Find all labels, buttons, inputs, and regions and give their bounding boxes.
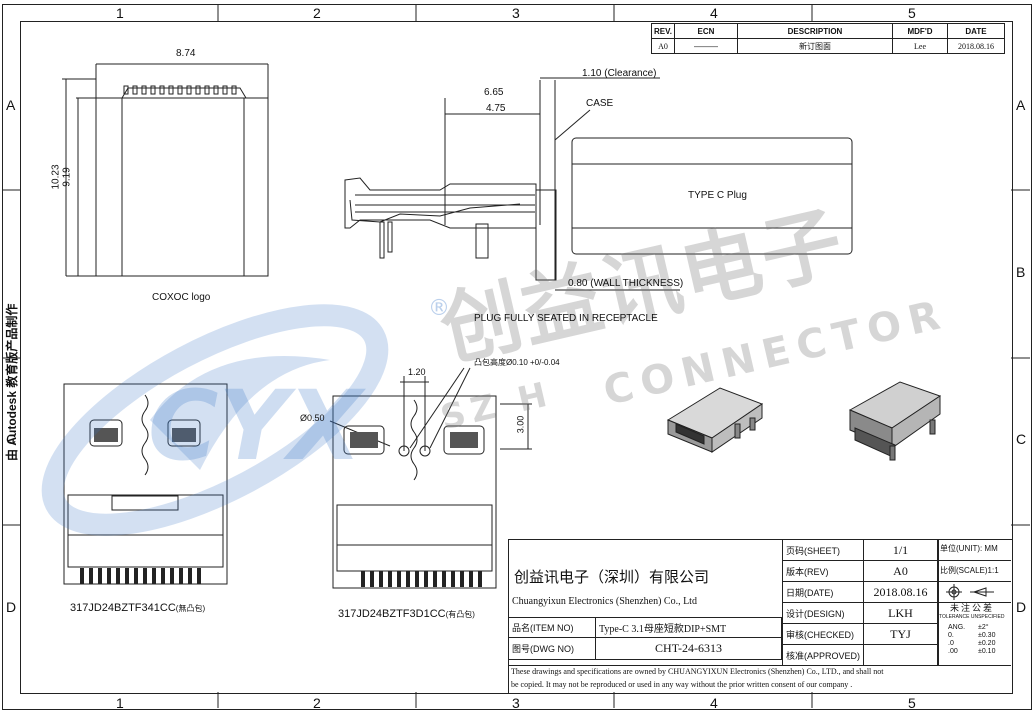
- iso-render-1: [666, 387, 764, 453]
- date-label: 日期(DATE): [781, 581, 865, 603]
- date-value: 2018.08.16: [863, 581, 938, 603]
- sheet-label: 页码(SHEET): [781, 539, 865, 561]
- bottom-view-1-part: 317JD24BZTF341CC: [70, 602, 176, 614]
- tol-title-en: TOLERANCE UNSPECIFIED: [939, 614, 1005, 620]
- col-label-3: 3: [512, 5, 520, 21]
- bottom-view-1-pins: [80, 428, 201, 584]
- tol-val-2: ±0.20: [978, 640, 996, 647]
- col-label-5: 5: [908, 5, 916, 21]
- dwg-label: 图号(DWG NO): [508, 637, 596, 660]
- rev-label: 版本(REV): [781, 560, 865, 582]
- bottom-view-2-pins: [350, 432, 482, 587]
- item-table: 品名(ITEM NO) Type-C 3.1母座短款DIP+SMT 图号(DWG…: [508, 617, 782, 660]
- checked-label: 审核(CHECKED): [781, 623, 865, 645]
- company-cn: 创益讯电子（深圳）有限公司: [514, 570, 710, 586]
- row-label-d: D: [6, 599, 17, 615]
- design-value: LKH: [863, 602, 938, 624]
- watermark-logo-text: CYX: [148, 370, 362, 482]
- watermark-reg: ®: [428, 296, 450, 321]
- row-label-c: C: [6, 431, 17, 447]
- top-view-pins: [123, 85, 237, 95]
- company-en: Chuangyixun Electronics (Shenzhen) Co., …: [512, 596, 697, 607]
- col-label-4: 4: [710, 5, 718, 21]
- bottom-view-2-suffix: (有凸包): [445, 610, 475, 619]
- col-label-1: 1: [116, 5, 124, 21]
- dwg-value: CHT-24-6313: [595, 637, 782, 660]
- tol-key-2: .0: [948, 640, 954, 647]
- approval-table: 页码(SHEET)1/1 版本(REV)A0 日期(DATE)2018.08.1…: [781, 539, 938, 666]
- row-label-d-right: D: [1016, 599, 1027, 615]
- watermark-logo: [41, 304, 389, 536]
- side-dim-clearance: 1.10 (Clearance): [582, 68, 657, 79]
- pitch-dim: 1.20: [408, 367, 426, 377]
- notice-line-1: These drawings and specifications are ow…: [511, 667, 884, 676]
- top-view-outline: [62, 63, 269, 277]
- design-label: 设计(DESIGN): [781, 602, 865, 624]
- tol-val-1: ±0.30: [978, 632, 996, 639]
- item-label: 品名(ITEM NO): [508, 617, 596, 638]
- item-value: Type-C 3.1母座短款DIP+SMT: [595, 617, 782, 638]
- col-label-2-bottom: 2: [313, 695, 321, 711]
- outer-border: [2, 4, 1032, 710]
- tol-key-1: 0.: [948, 632, 954, 639]
- row-label-b: B: [1016, 264, 1026, 280]
- revision-table: REV. ECN DESCRIPTION MDF'D DATE A0 ——— 新…: [651, 23, 1005, 54]
- tol-val-0: ±2°: [978, 624, 989, 631]
- col-label-4-bottom: 4: [710, 695, 718, 711]
- top-height-dim-inner: 9.19: [61, 167, 73, 187]
- top-width-dim: 8.74: [176, 48, 196, 59]
- sheet-value: 1/1: [863, 539, 938, 561]
- notice-line-2: be copied. It may not be reproduced or u…: [511, 680, 853, 689]
- rev-value-date: 2018.08.16: [947, 38, 1005, 54]
- tol-key-3: .00: [948, 648, 958, 655]
- row-label-c-right: C: [1016, 431, 1027, 447]
- rev-value: A0: [863, 560, 938, 582]
- col-label-5-bottom: 5: [908, 695, 916, 711]
- checked-value: TYJ: [863, 623, 938, 645]
- tol-title-cn: 未注公差: [950, 603, 995, 613]
- row-label-a-right: A: [1016, 97, 1026, 113]
- top-view-caption: COXOC logo: [152, 292, 211, 303]
- side-view: [344, 77, 853, 291]
- approved-value: [863, 644, 938, 666]
- tol-val-3: ±0.10: [978, 648, 996, 655]
- projection-symbol-icon: [946, 584, 994, 600]
- bottom-view-1-suffix: (無凸包): [175, 604, 206, 613]
- side-dim-665: 6.65: [484, 87, 504, 98]
- height-dim: 3.00: [515, 415, 526, 434]
- bottom-view-2: [329, 367, 532, 589]
- col-label-1-bottom: 1: [116, 695, 124, 711]
- case-label: CASE: [586, 98, 614, 109]
- col-label-3-bottom: 3: [512, 695, 520, 711]
- tol-key-0: ANG.: [948, 624, 966, 631]
- col-label-2: 2: [313, 5, 321, 21]
- unit-label: 单位(UNIT): MM: [940, 544, 998, 553]
- top-height-dim-outer: 10.23: [50, 164, 62, 190]
- title-block: [508, 539, 1013, 694]
- bottom-view-2-caption: 317JD24BZTF3D1CC(有凸包): [338, 609, 475, 620]
- side-dim-475: 4.75: [486, 103, 506, 114]
- bottom-view-2-part: 317JD24BZTF3D1CC: [338, 608, 446, 620]
- row-label-a: A: [6, 97, 16, 113]
- seated-note: PLUG FULLY SEATED IN RECEPTACLE: [474, 313, 658, 324]
- iso-render-2: [848, 381, 942, 461]
- plug-label: TYPE C Plug: [688, 190, 747, 201]
- notice-box: [508, 665, 1011, 693]
- dia-dim: Ø0.50: [300, 413, 325, 423]
- bottom-view-1-caption: 317JD24BZTF341CC(無凸包): [70, 603, 205, 614]
- side-dim-wall: 0.80 (WALL THICKNESS): [568, 278, 684, 289]
- tol-rows: ANG. ±2° 0. ±0.30 .0 ±0.20 .00 ±0.10: [948, 624, 995, 656]
- scale-label: 比例(SCALE)1:1: [940, 566, 999, 575]
- approved-label: 核准(APPROVED): [781, 644, 865, 666]
- bump-dim: 凸包高度Ø0.10 +0/-0.04: [474, 358, 560, 367]
